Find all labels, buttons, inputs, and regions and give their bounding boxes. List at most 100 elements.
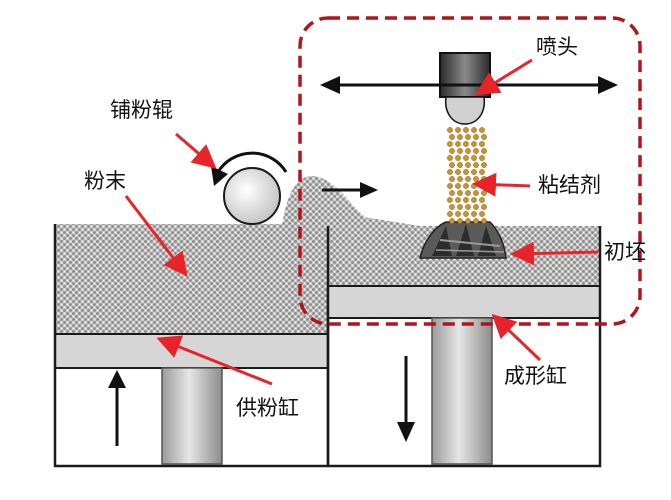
binder-droplet [479,127,485,133]
binder-droplet [481,162,487,168]
binder-droplet [473,190,479,196]
binder-droplet [447,211,453,217]
binder-droplet [473,162,479,168]
build-down-arrow [397,356,415,442]
binder-droplet [471,197,477,203]
binder-droplet [457,134,463,140]
binder-droplet [457,176,463,182]
binder-droplet [479,211,485,217]
feed-cylinder-pointer [156,335,273,386]
binder-droplet [479,141,485,147]
binder-droplet [455,197,461,203]
binder-droplet [457,204,463,210]
binder-droplet [473,204,479,210]
binder-droplet [449,134,455,140]
binder-droplet [471,183,477,189]
binder-droplet [463,127,469,133]
build-cylinder-pointer [491,313,542,362]
nozzle-label: 喷头 [536,35,578,59]
binder-droplet [481,176,487,182]
binder-droplet [465,134,471,140]
binder-droplet [473,148,479,154]
binder-droplet [463,169,469,175]
binder-droplet [465,218,471,224]
binder-droplet [447,169,453,175]
build-piston-rod [431,317,493,465]
binder-droplet [465,176,471,182]
binder-droplet [449,190,455,196]
binder-droplet [463,141,469,147]
binder-droplet [465,190,471,196]
binder-droplet [463,211,469,217]
feed-cylinder [53,224,330,468]
binder-droplet [449,162,455,168]
build-cylinder-label: 成形缸 [504,364,567,388]
powder-label: 粉末 [84,169,126,193]
annotation-arrows [124,58,599,386]
binder-droplet [455,169,461,175]
binder-droplet [449,148,455,154]
roller-travel-arrow [322,182,378,198]
feed-up-arrow [108,370,126,446]
print-head [439,52,491,125]
binder-droplet [455,141,461,147]
binder-droplet [471,169,477,175]
powder-pointer [124,195,188,277]
print-area-dashed-frame [298,16,642,326]
binder-droplet [471,155,477,161]
binder-droplet [457,218,463,224]
binder-droplet [471,211,477,217]
feed-piston-rod [161,367,223,465]
binder-droplet [465,162,471,168]
build-cylinder-walls [326,226,602,468]
binder-droplet [449,176,455,182]
binder-droplet [455,155,461,161]
print-head-travel-arrow [320,76,618,94]
binder-droplets [447,127,487,224]
binder-droplet [481,190,487,196]
binder-droplet [463,197,469,203]
powder-pile [282,176,380,226]
binder-droplet [447,127,453,133]
binder-droplet [481,204,487,210]
binder-droplet [457,190,463,196]
green-part [419,221,507,259]
nozzle-pointer [474,58,533,96]
feed-cylinder-label: 供粉缸 [236,396,299,420]
binder-droplet [463,155,469,161]
binder-droplet [465,204,471,210]
binder-droplet [457,148,463,154]
binder-droplet [471,127,477,133]
binder-droplet [481,218,487,224]
binder-droplet [473,218,479,224]
roller [211,151,288,225]
binder-droplet [449,218,455,224]
feed-powder-bed [55,224,328,334]
binder-droplet [463,183,469,189]
binder-droplet [455,183,461,189]
binder-droplet [471,141,477,147]
binder-droplet [481,148,487,154]
binder-pointer [472,172,531,197]
binder-droplet [473,134,479,140]
binder-droplet [447,141,453,147]
binder-droplet [455,127,461,133]
binder-droplet [447,155,453,161]
binder-droplet [457,162,463,168]
build-piston-plate [327,285,601,319]
binder-droplet [481,134,487,140]
green-part-pointer [510,241,599,266]
roller-label: 铺粉辊 [110,98,173,122]
binder-droplet [447,197,453,203]
binder-droplet [473,176,479,182]
binder-droplet [449,204,455,210]
roller-pointer [175,132,217,169]
roller-rotation-arrow [216,151,288,173]
binder-droplet [465,148,471,154]
binder-droplet [479,169,485,175]
green-part-label: 初坯 [604,240,646,264]
binder-droplet [455,211,461,217]
binder-label: 粘结剂 [538,173,601,197]
binder-droplet [479,197,485,203]
